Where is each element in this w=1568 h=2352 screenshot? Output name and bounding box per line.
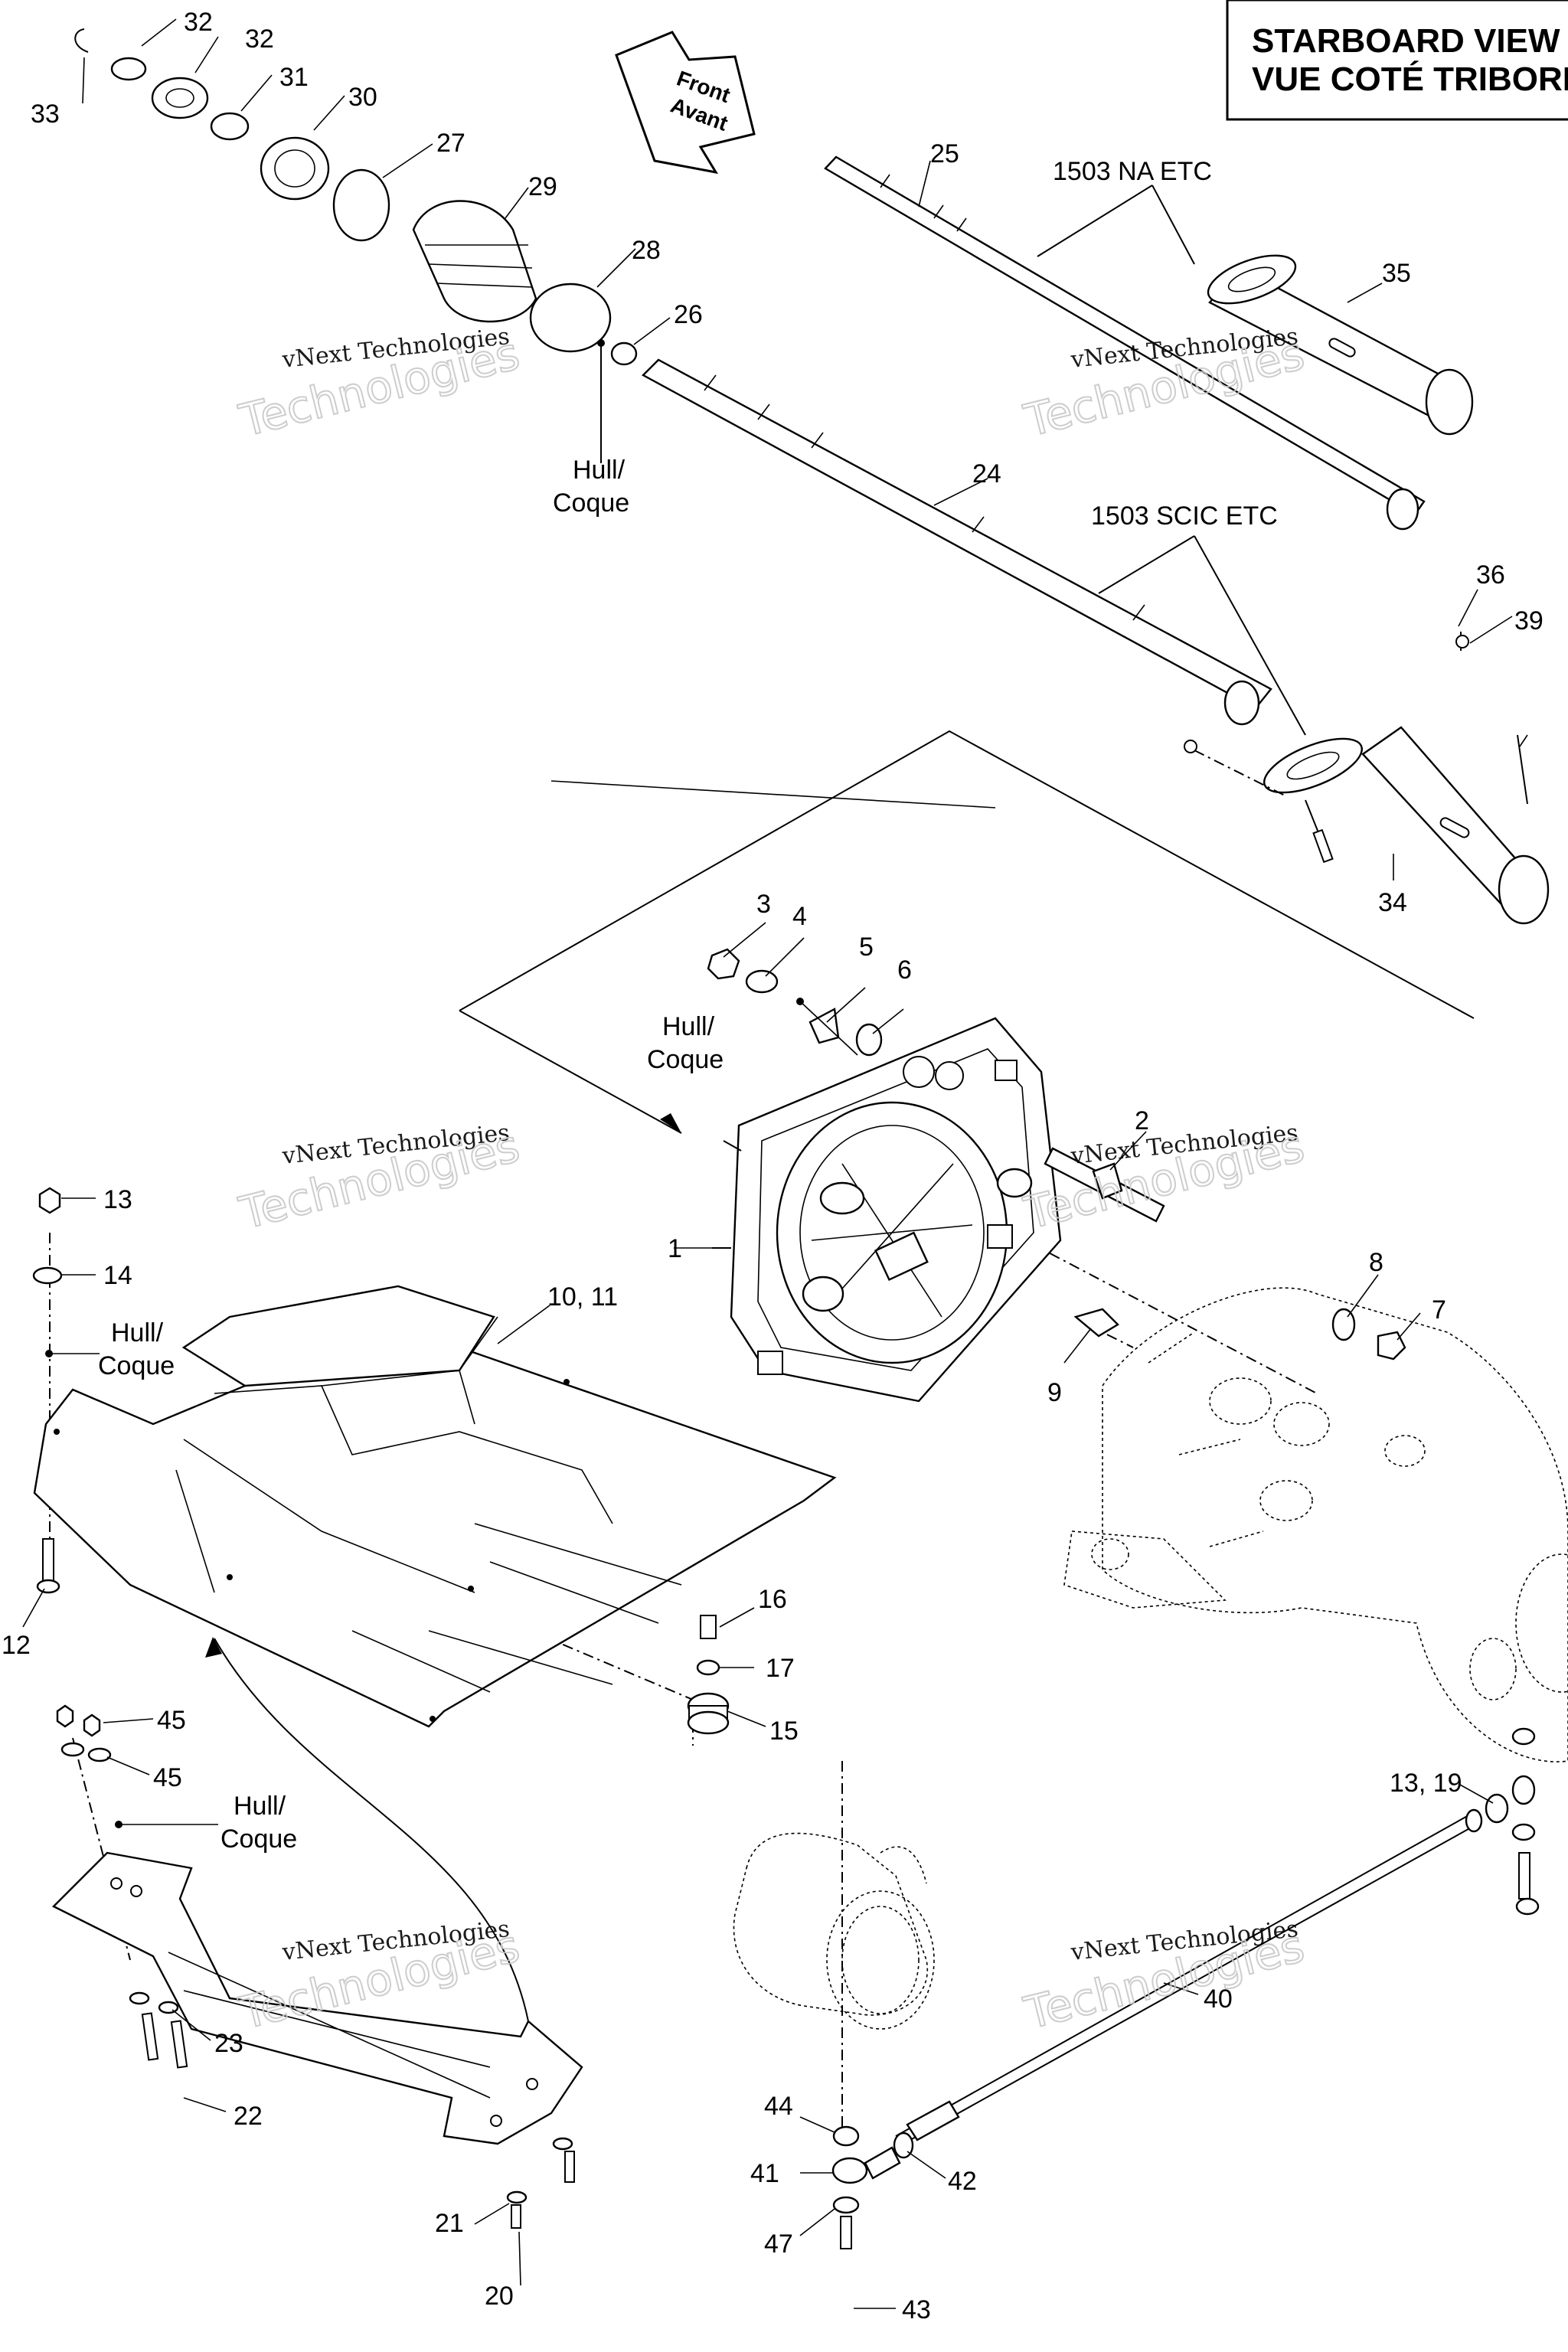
callout-16: 16 (758, 1585, 787, 1614)
shaft-tube-36 (1207, 254, 1474, 436)
callout-17: 17 (766, 1654, 795, 1683)
callout-29-b: 28 (632, 236, 661, 265)
callout-47: 13, 19 (1390, 1769, 1462, 1798)
callout-44: 43 (902, 2295, 931, 2324)
variant-na-label: 1503 NA ETC (1053, 157, 1212, 186)
callout-39: 36 (1476, 560, 1505, 590)
callout-4: 4 (792, 902, 807, 931)
boot-30 (412, 200, 537, 323)
callout-22: 22 (234, 2102, 263, 2131)
callout-13: 13 (103, 1185, 132, 1214)
hardware-12-17 (32, 1187, 730, 1735)
hull-note-4-line2: Coque (220, 1824, 297, 1854)
intake-grate-10-11 (33, 1285, 837, 1728)
jet-pump-housing (1063, 1287, 1568, 1762)
view-title-box: STARBOARD VIEW VUE COTÉ TRIBORD (1226, 0, 1568, 121)
front-direction-arrow: Front Avant (615, 31, 756, 175)
callout-42: 41 (750, 2159, 779, 2188)
callout-1: 1 (668, 1234, 682, 1263)
callout-27: 25 (930, 139, 959, 168)
callout-30: 29 (528, 172, 557, 201)
callout-12: 12 (2, 1631, 31, 1660)
drive-shaft-26 (642, 358, 1272, 726)
o-ring-32-a (110, 57, 147, 81)
gasket-na (1207, 254, 1297, 305)
clamp-29-a (332, 168, 390, 242)
hull-note-1-line2: Coque (553, 488, 629, 518)
callout-23: 23 (214, 2029, 243, 2058)
callout-45-a: 44 (764, 2092, 793, 2121)
callout-5: 5 (859, 933, 874, 962)
seal-33 (151, 77, 209, 119)
variant-scic-label: 1503 SCIC ETC (1091, 501, 1278, 531)
hull-note-4-line1: Hull/ (234, 1792, 286, 1821)
hull-note-2-line1: Hull/ (662, 1012, 715, 1041)
bearing-31 (260, 136, 330, 201)
variant-leaders: 1503 NA ETC 1503 SCIC ETC (1037, 157, 1306, 736)
callout-9: 9 (1047, 1378, 1062, 1407)
hull-note-3-line2: Coque (98, 1351, 175, 1380)
callout-21: 21 (435, 2209, 464, 2238)
callout-10-11: 10, 11 (547, 1282, 618, 1312)
drive-shaft-27 (824, 155, 1426, 531)
callout-28: 26 (674, 300, 703, 329)
callout-14: 14 (103, 1261, 132, 1290)
callout-32-b: 31 (279, 63, 309, 92)
clamp-29-b (529, 283, 612, 353)
callout-labels: 32 32 31 30 27 29 28 26 33 25 24 35 36 3… (2, 8, 1544, 2324)
steering-rod-41 (895, 1775, 1536, 2145)
callout-45-b: 47 (764, 2230, 793, 2259)
callout-35: 34 (1378, 888, 1407, 917)
bushing-28 (610, 341, 638, 366)
o-ring-32-b (210, 112, 250, 141)
callout-40: 39 (1514, 606, 1544, 635)
callout-33: 32 (245, 24, 274, 54)
right-edge-hardware (1511, 1727, 1540, 1916)
boot-seal-assembly (74, 28, 638, 463)
hull-note-1-line1: Hull/ (573, 456, 626, 485)
leader-lines (22, 18, 1528, 2309)
view-title-fr: VUE COTÉ TRIBORD (1252, 60, 1568, 98)
callout-31: 30 (348, 83, 377, 112)
callout-2: 2 (1135, 1106, 1149, 1135)
callout-24: 45 (157, 1706, 186, 1735)
hull-note-2-line2: Coque (647, 1045, 724, 1074)
shaft-tube-35 (1184, 632, 1550, 925)
callout-41: 40 (1204, 1984, 1233, 2014)
callout-25: 45 (153, 1763, 182, 1792)
callout-3: 3 (756, 890, 771, 919)
hull-notes: Hull/ Coque Hull/ Coque Hull/ Coque Hull… (98, 456, 724, 1854)
mounting-plate-1 (712, 1017, 1062, 1403)
callout-6: 6 (897, 956, 912, 985)
callout-7: 7 (1432, 1295, 1446, 1325)
callout-8: 8 (1369, 1248, 1383, 1277)
hull-note-3-line1: Hull/ (111, 1318, 164, 1348)
callout-20: 20 (485, 2282, 514, 2311)
reinforcement-bracket (51, 1637, 583, 2145)
group-outline (459, 730, 1475, 1019)
callout-36: 35 (1382, 259, 1411, 288)
callout-15: 15 (769, 1717, 799, 1746)
venturi-nozzle (733, 1832, 935, 2030)
callout-32-a: 32 (184, 8, 213, 37)
callout-43: 42 (948, 2167, 977, 2196)
callout-29-a: 27 (436, 129, 466, 158)
hardware-2-7-8-9 (1044, 1147, 1406, 1361)
hardware-3-6 (707, 948, 883, 1057)
view-title-en: STARBOARD VIEW (1252, 22, 1560, 60)
callout-26: 24 (972, 459, 1001, 488)
circlip-34 (74, 28, 89, 53)
gasket-scic (1263, 737, 1363, 794)
ball-joint-42-45 (831, 2125, 914, 2249)
callout-34: 33 (31, 100, 60, 129)
